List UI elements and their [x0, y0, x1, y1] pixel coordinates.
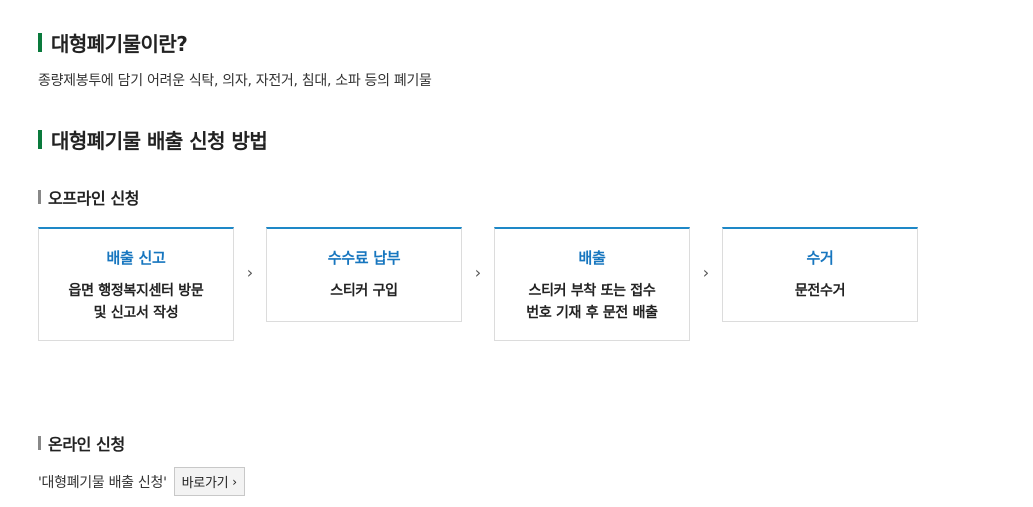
shortcut-button-label: 바로가기 — [181, 476, 229, 491]
step-body: 읍면 행정복지센터 방문 및 신고서 작성 — [68, 283, 204, 321]
step-card-collection: 수거 문전수거 — [722, 227, 918, 322]
step-body: 스티커 부착 또는 접수 번호 기재 후 문전 배출 — [526, 283, 658, 321]
online-apply-line: '대형폐기물 배출 신청' 바로가기 › — [38, 467, 245, 496]
chevron-right-icon: › — [232, 474, 237, 489]
subsection-title-online: 온라인 신청 — [38, 431, 125, 455]
section-title-text: 대형폐기물이란? — [51, 32, 188, 56]
subheading-bar — [38, 190, 41, 204]
chevron-right-icon: › — [702, 263, 710, 282]
heading-bar — [38, 33, 42, 52]
chevron-right-icon: › — [246, 263, 254, 282]
section-title-how-to-apply: 대형폐기물 배출 신청 방법 — [38, 125, 268, 154]
step-title: 수수료 납부 — [327, 249, 401, 267]
subsection-title-offline: 오프라인 신청 — [38, 185, 139, 209]
section-description: 종량제봉투에 담기 어려운 식탁, 의자, 자전거, 침대, 소파 등의 폐기물 — [38, 73, 432, 89]
step-title: 배출 — [578, 249, 606, 267]
section-title-text: 대형폐기물 배출 신청 방법 — [51, 129, 268, 153]
step-title: 배출 신고 — [106, 249, 166, 267]
step-title: 수거 — [806, 249, 834, 267]
shortcut-button[interactable]: 바로가기 › — [173, 467, 245, 496]
subsection-title-text: 온라인 신청 — [48, 435, 125, 454]
online-apply-text: '대형폐기물 배출 신청' — [38, 474, 167, 491]
step-body: 스티커 구입 — [330, 283, 398, 299]
heading-bar — [38, 130, 42, 149]
chevron-right-icon: › — [474, 263, 482, 282]
step-card-fee: 수수료 납부 스티커 구입 — [266, 227, 462, 322]
section-title-what-is: 대형폐기물이란? — [38, 28, 188, 57]
subheading-bar — [38, 436, 41, 450]
subsection-title-text: 오프라인 신청 — [48, 189, 140, 208]
offline-steps: 배출 신고 읍면 행정복지센터 방문 및 신고서 작성 › 수수료 납부 스티커… — [38, 227, 918, 341]
step-body: 문전수거 — [794, 283, 846, 299]
step-card-discharge: 배출 스티커 부착 또는 접수 번호 기재 후 문전 배출 — [494, 227, 690, 341]
step-card-report: 배출 신고 읍면 행정복지센터 방문 및 신고서 작성 — [38, 227, 234, 341]
